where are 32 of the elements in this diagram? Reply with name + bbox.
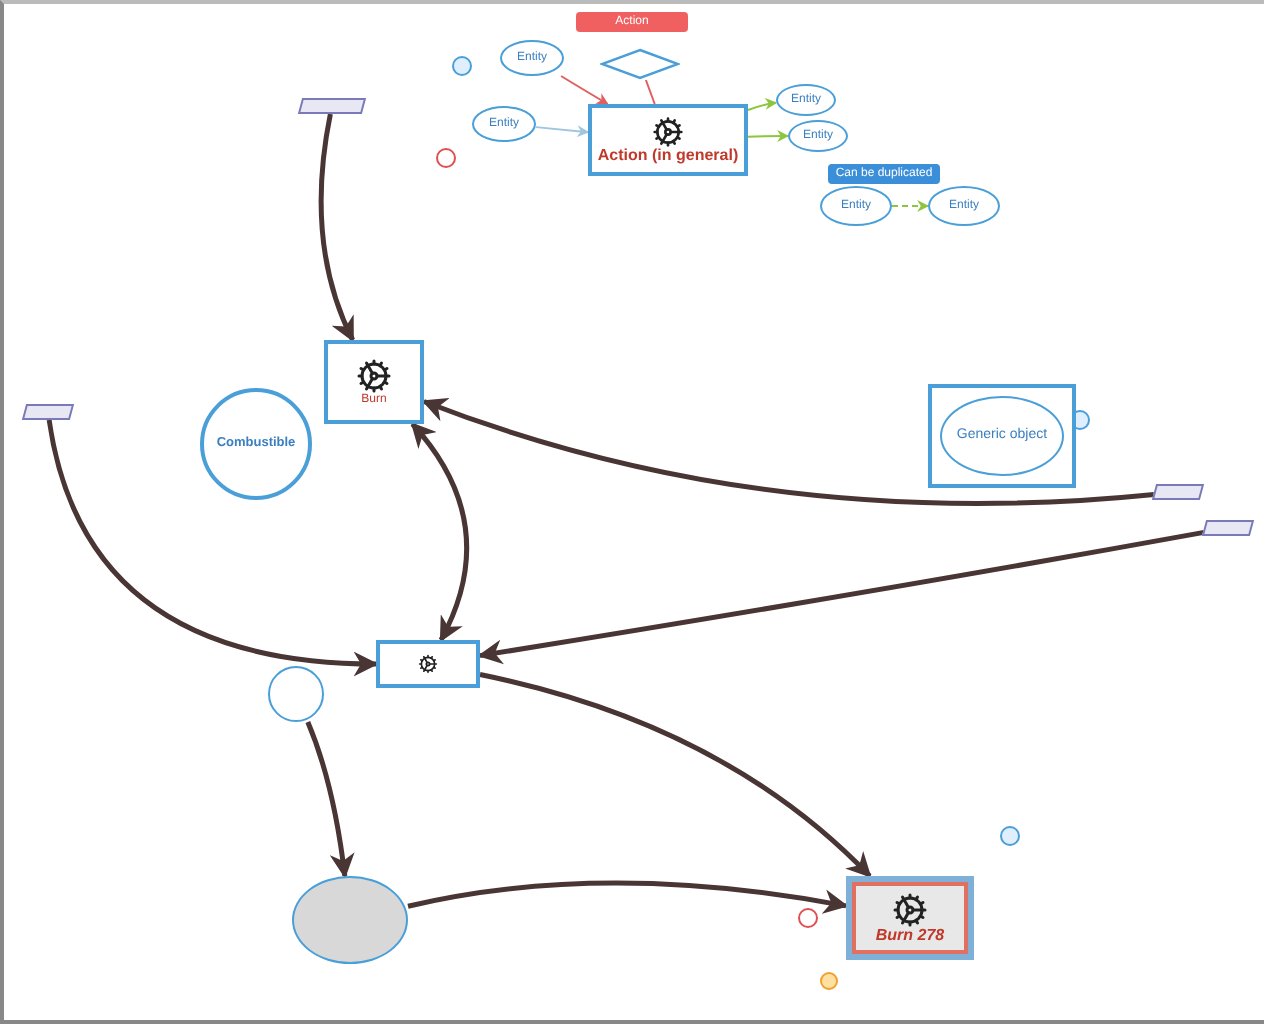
connector-arrow (421, 397, 1155, 506)
connector-arrow (410, 422, 470, 643)
process-box (588, 104, 748, 176)
connector-arrow (891, 200, 930, 212)
node-label: Burn 278 (875, 927, 945, 945)
process-box (376, 640, 480, 688)
connector-arrow (560, 75, 609, 105)
connector-arrow (535, 125, 590, 138)
object-circle (268, 666, 324, 722)
process-box (846, 876, 974, 960)
connector-arrow (305, 721, 355, 879)
node-label: Action (in general) (597, 147, 739, 165)
tag-box (1201, 520, 1255, 536)
entity-bubble (472, 106, 536, 142)
process-box (324, 340, 424, 424)
connector-arrow (477, 529, 1205, 665)
entity-bubble (820, 186, 892, 226)
connector-arrow (318, 113, 355, 343)
condition-diamond (600, 48, 680, 80)
tag-box (21, 404, 75, 420)
entity-bubble (928, 186, 1000, 226)
entity-bubble (776, 84, 836, 116)
connector-arrow (407, 880, 849, 915)
connector-arrow (747, 98, 778, 111)
connector-arrow (747, 130, 790, 142)
entity-bubble (500, 40, 564, 76)
tag-box (297, 98, 367, 114)
connector-arrow (479, 672, 872, 878)
tag-box (1151, 484, 1205, 500)
entity-bubble (788, 120, 848, 152)
object-box (928, 384, 1076, 488)
connector-arrow (46, 419, 379, 676)
